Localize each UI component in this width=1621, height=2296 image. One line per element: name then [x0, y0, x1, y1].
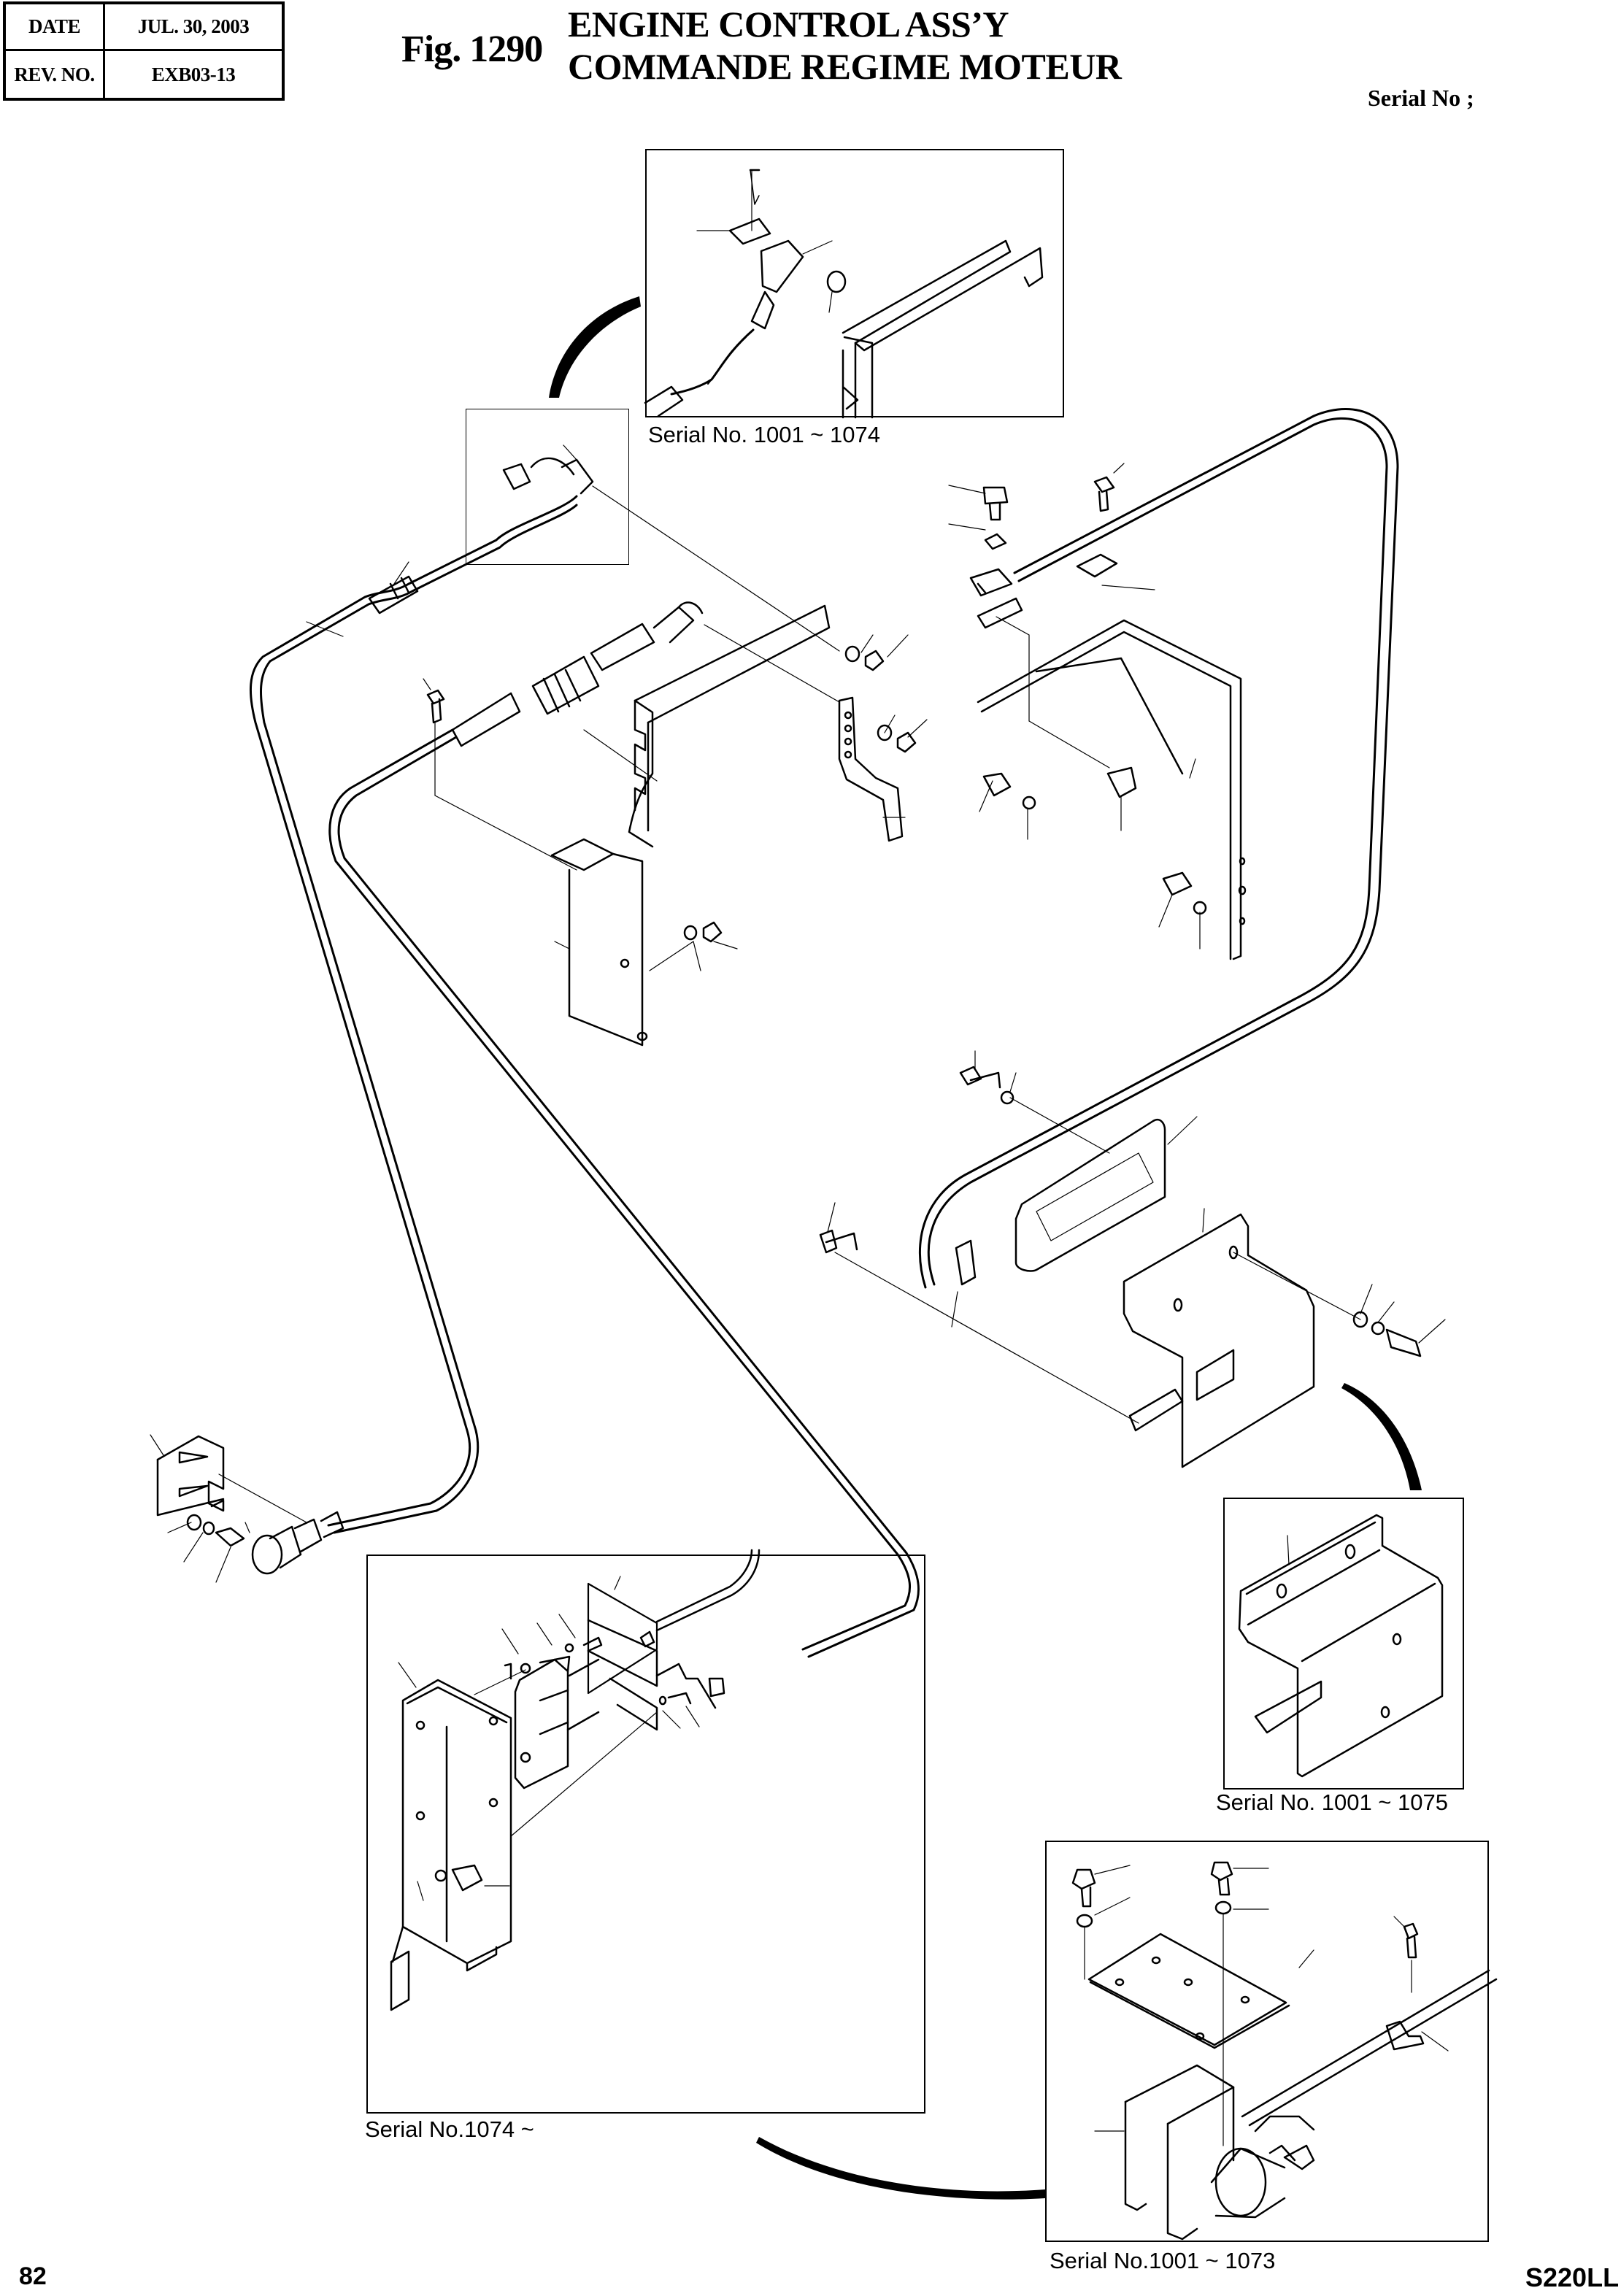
inset-motor-leaders: [1094, 1865, 1449, 2132]
inset-caption-bottom-left: Serial No.1074 ~: [365, 2116, 534, 2142]
bolts-right-bracket: [969, 476, 1207, 915]
title-english: ENGINE CONTROL ASS’Y: [568, 4, 1009, 45]
cable-end-upper: [368, 457, 594, 615]
serial-number-label: Serial No ;: [1368, 85, 1474, 111]
inset-controller-leaders: [398, 1576, 700, 1901]
inset-caption-right: Serial No. 1001 ~ 1075: [1216, 1790, 1448, 1815]
title-french: COMMANDE REGIME MOTEUR: [568, 46, 1122, 87]
clamp-and-bolts-lower: [819, 1066, 1422, 1357]
cable-knob: [251, 1511, 344, 1575]
leader-lines-left: [150, 1434, 307, 1583]
inset-caption-bottom-right: Serial No.1001 ~ 1073: [1050, 2248, 1276, 2273]
model-code: S220LL: [1525, 2262, 1620, 2292]
figure-number: Fig. 1290: [401, 28, 543, 70]
pointer-arc-bottom: [756, 2137, 1045, 2200]
right-bracket: [977, 619, 1247, 960]
inset-caption-top: Serial No. 1001 ~ 1074: [648, 422, 880, 447]
bolt-small: [426, 689, 445, 796]
pointer-arc-top: [549, 296, 641, 398]
rev-value: EXB03-13: [151, 63, 236, 85]
cover-plate: [1014, 1118, 1166, 1272]
inset-top-drawing: [644, 169, 1044, 419]
inset-controller-drawing: [390, 1549, 761, 2011]
mounting-bracket: [1123, 1213, 1315, 1468]
lever-plate: [838, 696, 904, 842]
date-value: JUL. 30, 2003: [105, 4, 282, 51]
nuts-washers-lever: [683, 645, 917, 943]
leader-lines-right: [948, 463, 1201, 949]
pointer-arc-right: [1341, 1383, 1422, 1490]
page-title: ENGINE CONTROL ASS’Y COMMANDE REGIME MOT…: [568, 3, 1122, 88]
lever-bracket: [550, 604, 831, 1047]
right-loop-tube: [919, 408, 1399, 1289]
inset-frame-bottom-right: [1045, 1841, 1489, 2242]
inset-bracket-drawing: [1238, 1514, 1444, 1778]
revision-table: DATE JUL. 30, 2003 REV. NO. EXB03-13: [3, 1, 285, 101]
throttle-cable: [249, 495, 578, 1534]
inset-frame-right: [1223, 1498, 1464, 1790]
cable-boot: [451, 601, 704, 747]
leader-lines: [306, 444, 928, 971]
end-bracket: [156, 1435, 245, 1547]
inset-bracket-leader: [1287, 1535, 1290, 1565]
page-number: 82: [19, 2262, 47, 2290]
date-label: DATE: [6, 4, 105, 51]
inset-motor-drawing: [1071, 1861, 1498, 2241]
detail-frame-cable-end: [466, 409, 629, 565]
control-cable: [328, 728, 920, 1658]
leader-lines-lower: [827, 1050, 1446, 1424]
inset-frame-bottom-left: [366, 1555, 925, 2114]
rev-label: REV. NO.: [6, 51, 105, 98]
